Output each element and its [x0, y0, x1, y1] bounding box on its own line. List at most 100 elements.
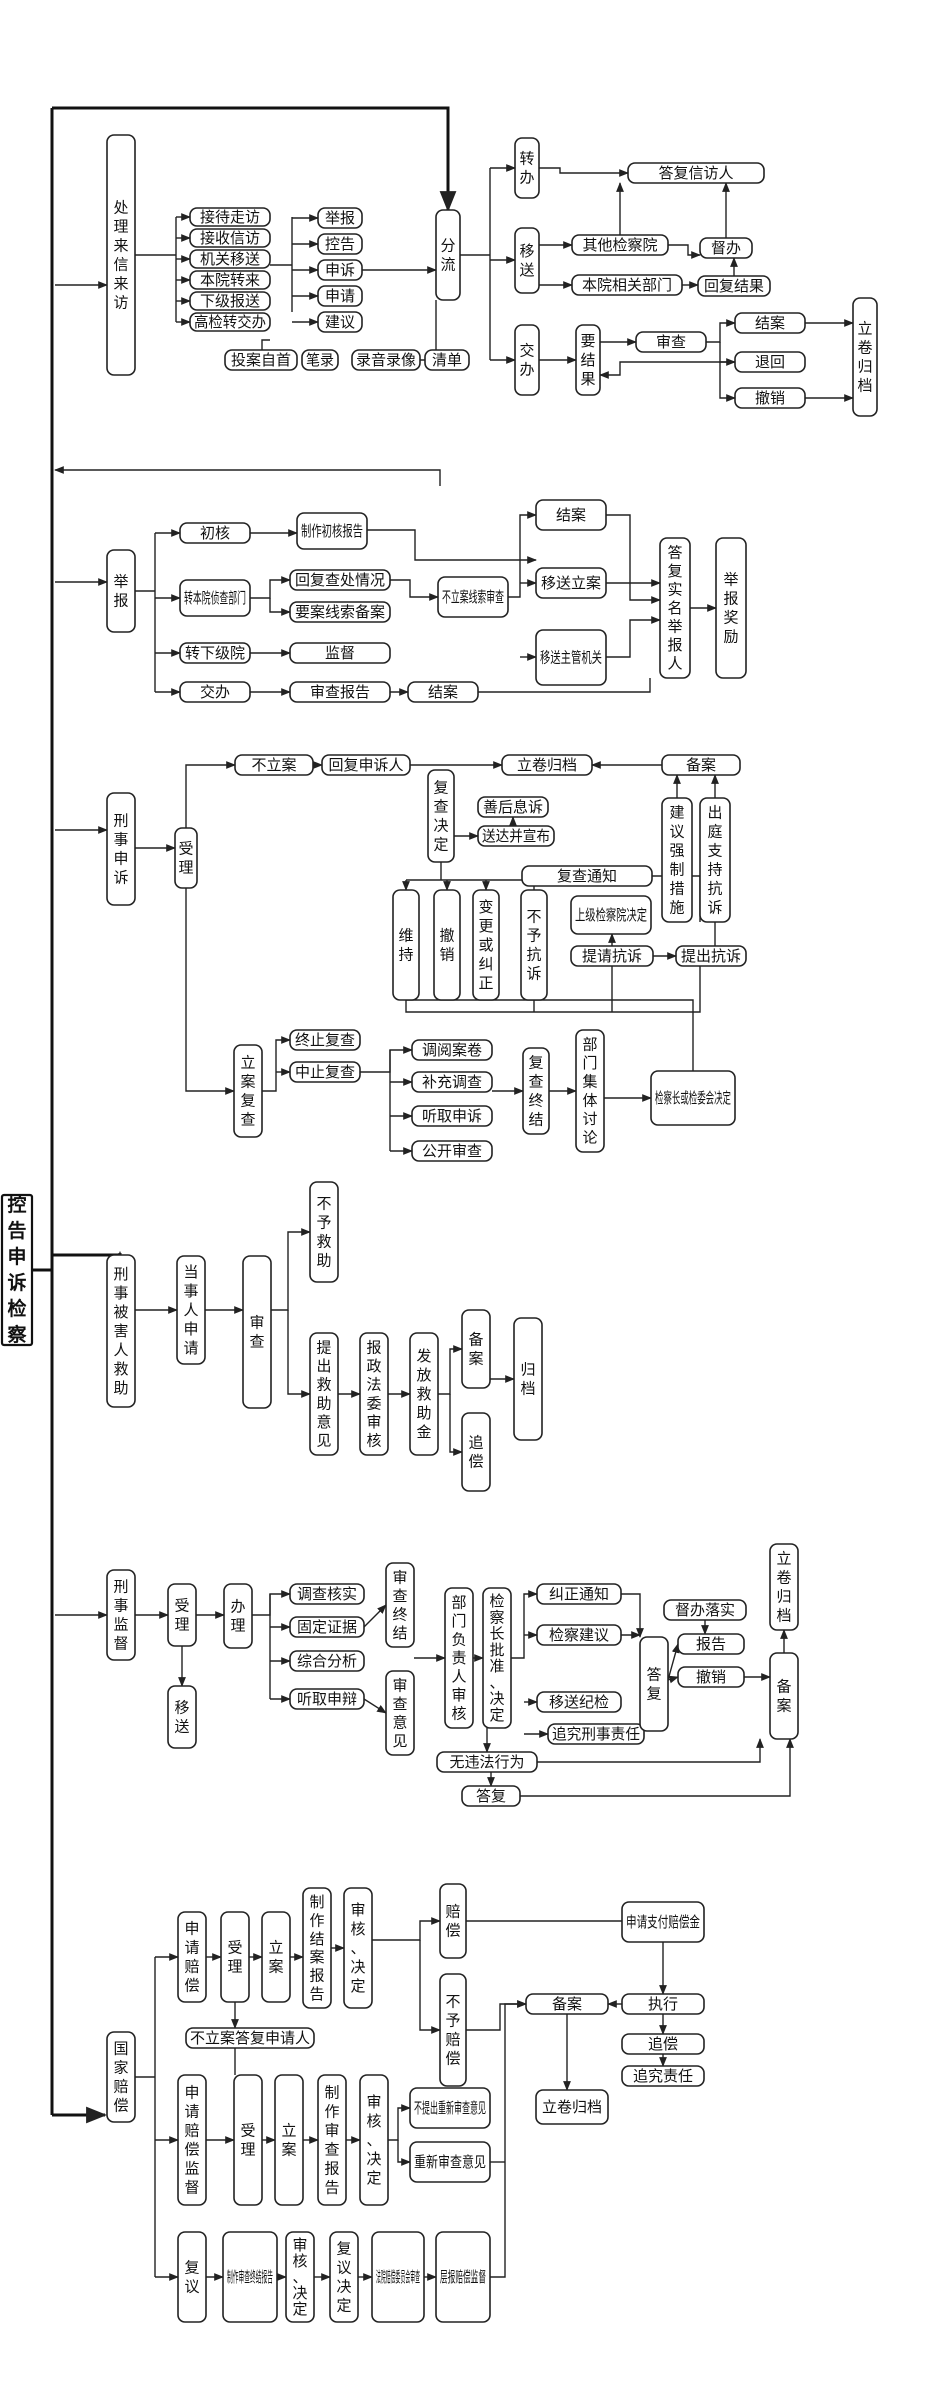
node-box [261, 1911, 291, 2003]
node-v_re: 审查 [635, 331, 707, 353]
node-box [461, 1412, 491, 1492]
node-box [411, 1071, 493, 1093]
node-s_ui: 督办落实 [663, 1599, 747, 1621]
node-label: 结案 [556, 506, 586, 524]
node-label: 撤销 [696, 1668, 726, 1686]
node-label: 其他检察院 [582, 236, 657, 254]
node-c_sp: 中止复查 [289, 1061, 361, 1083]
node-c_np: 不予抗诉 [520, 889, 548, 1001]
node-c_te: 终止复查 [289, 1029, 361, 1051]
node-r_su: 监督 [289, 642, 391, 664]
node-box [309, 1181, 339, 1283]
node-label: 追究责任 [633, 2067, 693, 2085]
node-c_cd: 检察长或检委会决定 [650, 1070, 736, 1126]
node-n_as: 申请赔偿监督 [177, 2074, 207, 2206]
node-label: 执行 [648, 1995, 678, 2013]
node-label: 复查决定 [433, 779, 448, 854]
node-s_tc: 移送纪检 [536, 1691, 622, 1713]
node-n_rd: 复议决定 [329, 2231, 359, 2323]
node-v_ch4: 下级报送 [189, 291, 271, 311]
connector [490, 2000, 527, 2278]
node-label: 答复 [646, 1666, 661, 1703]
node-n_cp: 赔偿 [439, 1883, 467, 1959]
node-label: 控告申诉检察 [7, 1193, 27, 1346]
node-label: 报告 [696, 1635, 726, 1653]
node-label: 受理 [240, 2122, 255, 2159]
node-a_ap: 当事人申请 [176, 1255, 206, 1365]
node-v_ty4: 建议 [317, 311, 363, 333]
node-label: 制作初核报告 [301, 522, 363, 540]
node-box [536, 1691, 622, 1713]
node-label: 要结果 [580, 332, 595, 388]
node-label: 听取申诉 [422, 1107, 482, 1125]
node-label: 备案 [686, 756, 716, 774]
connector [287, 1310, 311, 1398]
node-r_td: 转本院侦查部门 [179, 579, 251, 617]
node-root: 控告申诉检察 [0, 1193, 34, 1347]
node-label: 接收信访 [200, 229, 260, 247]
node-label: 接待走访 [200, 208, 260, 226]
node-box [522, 1047, 550, 1135]
connector [250, 576, 291, 599]
connector [185, 761, 236, 828]
connector [363, 1604, 387, 1628]
node-box [570, 895, 652, 935]
connector [262, 1036, 291, 1092]
node-v_fw: 移送 [514, 227, 540, 294]
node-box [435, 209, 461, 301]
node-c_cs: 出庭支持抗诉 [699, 797, 731, 923]
node-n_lb: 追究责任 [621, 2065, 705, 2087]
connector [252, 1590, 291, 1616]
node-label: 上级检察院决定 [575, 906, 647, 924]
node-box [329, 2231, 359, 2323]
node-label: 结案 [428, 683, 458, 701]
connector [667, 1643, 680, 1681]
node-v_m3: 清单 [424, 349, 470, 371]
node-v_rk: 撤销 [734, 387, 806, 409]
connector [511, 1590, 538, 1659]
node-box [296, 512, 368, 550]
node-label: 审查意见 [392, 1676, 407, 1750]
node-s_rec: 备案 [769, 1652, 799, 1740]
node-label: 控告 [325, 235, 355, 253]
node-a_rco: 追偿 [461, 1412, 491, 1492]
node-box [289, 1061, 361, 1083]
node-label: 调查核实 [297, 1585, 357, 1603]
node-box [444, 1587, 474, 1729]
node-label: 要案线索备案 [295, 603, 385, 621]
node-box [289, 1029, 361, 1051]
node-box [627, 162, 765, 184]
node-n_ap: 申请赔偿 [177, 1911, 207, 2003]
node-c_fp: 提出抗诉 [675, 945, 747, 967]
node-label: 撤销 [755, 389, 785, 407]
node-box [575, 324, 601, 396]
node-a_cm: 报政法委审核 [359, 1332, 389, 1456]
node-box [535, 2089, 609, 2125]
node-label: 审核、决定 [366, 2093, 381, 2187]
node-label: 受理 [174, 1597, 189, 1634]
node-c_r1: 调阅案卷 [411, 1039, 493, 1061]
node-label: 纠正通知 [549, 1585, 609, 1603]
node-box [535, 629, 607, 686]
node-box [289, 642, 391, 664]
node-label: 备案 [468, 1331, 483, 1368]
node-box [482, 1587, 512, 1729]
node-label: 出庭支持抗诉 [707, 804, 722, 917]
node-box [179, 579, 251, 617]
node-label: 申请赔偿 [184, 1920, 199, 1995]
connector [719, 342, 736, 366]
node-v_id: 本院相关部门 [571, 274, 683, 296]
node-box [233, 2074, 263, 2206]
node-label: 制作审查报告 [324, 2084, 339, 2197]
node-box [437, 576, 509, 618]
node-label: 处理来信来访 [113, 199, 128, 312]
node-r_mr: 制作初核报告 [296, 512, 368, 550]
node-box [274, 2074, 304, 2206]
node-box [439, 1883, 467, 1959]
node-box [176, 1255, 206, 1365]
node-a_pr: 提出救助意见 [309, 1332, 339, 1456]
node-box [769, 1543, 799, 1631]
node-label: 追偿 [648, 2035, 678, 2053]
node-box [521, 865, 653, 887]
node-box [106, 2031, 136, 2123]
